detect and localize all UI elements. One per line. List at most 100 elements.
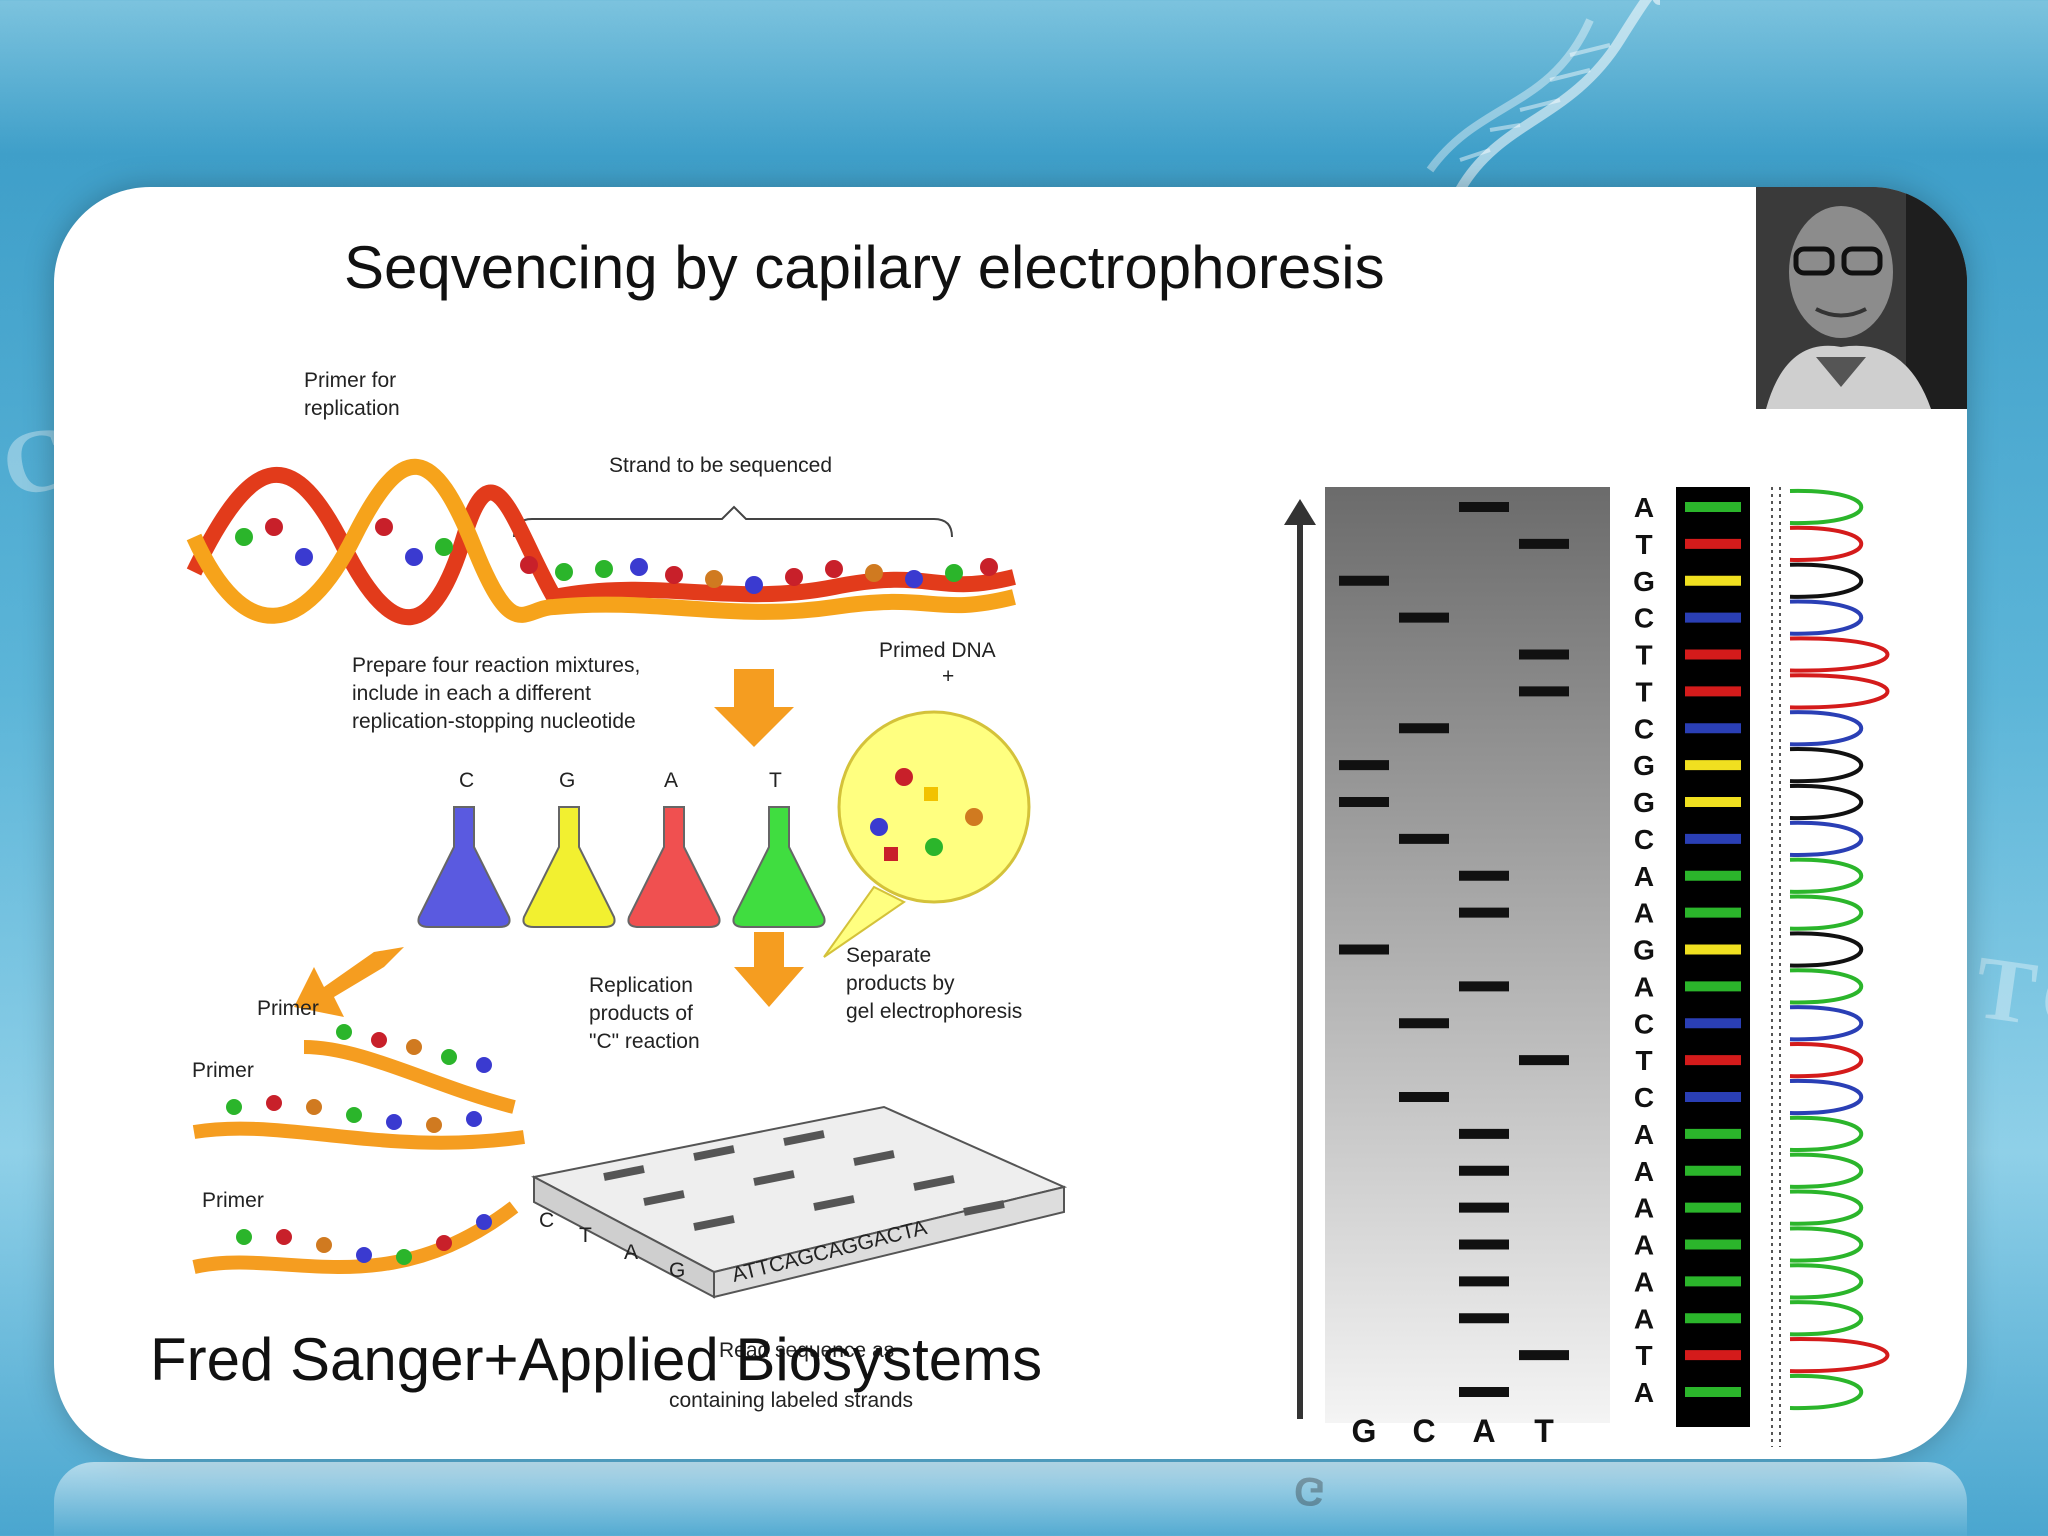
strip-block-t [1685, 686, 1741, 697]
dna-helix-decoration [1426, 0, 1660, 190]
sequence-letter: G [1633, 935, 1655, 966]
gel-band-a [1459, 981, 1509, 992]
slide-title: Seqvencing by capilary electrophoresis [344, 234, 1385, 301]
gel-bands [1339, 502, 1569, 1397]
flask-label-t: T [769, 769, 782, 792]
strip-block-g [1685, 944, 1741, 955]
lane-label-a: A [1472, 1413, 1495, 1447]
nucleotide-markers [235, 518, 998, 594]
trace-peak-c [1789, 710, 1864, 747]
sequence-letter: T [1635, 1045, 1652, 1076]
color-strip-blocks [1685, 502, 1741, 1397]
slide-reflection: G [54, 1462, 1967, 1536]
trace-peak-t [1789, 636, 1890, 673]
strip-block-t [1685, 1350, 1741, 1361]
strip-block-g [1685, 760, 1741, 771]
arrow-down-icon-2 [734, 932, 804, 1007]
trace-peak-g [1789, 562, 1864, 599]
lane-label-c: C [1412, 1413, 1435, 1447]
gel-band-a [1459, 1239, 1509, 1250]
migration-arrow-icon [1284, 499, 1316, 525]
strip-block-a [1685, 1202, 1741, 1213]
label-replication-products: Replication [589, 974, 693, 997]
gel-lane-label-c: C [539, 1209, 554, 1232]
sequence-letter: C [1634, 1082, 1654, 1113]
gel-band-t [1519, 538, 1569, 549]
curved-arrow-icon [294, 947, 404, 1017]
gel-band-a [1459, 870, 1509, 881]
gel-band-a [1459, 1313, 1509, 1324]
svg-text:replication: replication [304, 397, 400, 420]
strip-block-a [1685, 1239, 1741, 1250]
trace-peak-t [1789, 673, 1890, 710]
trace-peak-g [1789, 931, 1864, 968]
strip-block-a [1685, 907, 1741, 918]
sanger-method-diagram: Primer for replication Strand to be sequ… [186, 369, 1068, 1412]
strip-block-c [1685, 1092, 1741, 1102]
gel-band-t [1519, 649, 1569, 660]
label-primer-3: Primer [202, 1189, 264, 1212]
gel-band-g [1339, 575, 1389, 586]
strip-block-a [1685, 502, 1741, 512]
gel-band-t [1519, 1350, 1569, 1361]
sequence-letter: A [1634, 1266, 1654, 1297]
slide-card: Seqvencing by capilary electrophoresis P… [54, 187, 1967, 1459]
trace-peak-a [1789, 1115, 1864, 1152]
slide-caption: Fred Sanger+Applied Biosystems [150, 1326, 1043, 1393]
trace-peak-c [1789, 1005, 1864, 1042]
label-separate-products: Separate [846, 944, 931, 967]
sequence-letter: T [1635, 529, 1652, 560]
sequence-letter: A [1634, 1193, 1654, 1224]
label-prepare-mixtures: Prepare four reaction mixtures, [352, 654, 640, 677]
trace-peak-g [1789, 747, 1864, 784]
gel-image [1325, 487, 1610, 1423]
trace-peak-a [1789, 1226, 1864, 1263]
dotted-divider [1771, 487, 1781, 1447]
flask-label-c: C [459, 769, 474, 792]
gel-lane-label-a: A [624, 1241, 638, 1264]
sequence-letter: C [1634, 1008, 1654, 1039]
strip-block-g [1685, 797, 1741, 807]
strip-block-t [1685, 1055, 1741, 1066]
reflection-text: G [1294, 1469, 1348, 1513]
sequence-letter: A [1634, 861, 1654, 892]
sequence-letter: A [1634, 1230, 1654, 1261]
trace-peak-a [1789, 894, 1864, 931]
trace-peak-a [1789, 857, 1864, 894]
label-primer-for-replication: Primer for [304, 369, 396, 392]
gel-band-c [1399, 612, 1449, 623]
strip-block-a [1685, 1165, 1741, 1176]
trace-peak-a [1789, 968, 1864, 1005]
lane-label-g: G [1352, 1413, 1377, 1447]
strip-block-a [1685, 870, 1741, 881]
svg-text:+: + [942, 665, 954, 688]
lane-label-t: T [1534, 1413, 1554, 1447]
gel-band-a [1459, 1276, 1509, 1287]
sequence-letter: C [1634, 713, 1654, 744]
strip-block-a [1685, 1128, 1741, 1139]
sequence-letter: A [1634, 1156, 1654, 1187]
sequence-letter: C [1634, 603, 1654, 634]
svg-text:gel electrophoresis: gel electrophoresis [846, 1000, 1022, 1023]
arrow-down-icon [714, 669, 794, 747]
strip-block-c [1685, 723, 1741, 734]
sequence-letter: G [1633, 750, 1655, 781]
sequence-letter: T [1635, 676, 1652, 707]
gel-band-a [1459, 1387, 1509, 1397]
sequence-letter: A [1634, 1377, 1654, 1408]
svg-text:containing labeled strands: containing labeled strands [669, 1389, 913, 1412]
gel-band-a [1459, 1165, 1509, 1176]
sequence-letter: C [1634, 824, 1654, 855]
trace-peak-a [1789, 1300, 1864, 1337]
sequence-letter: A [1634, 971, 1654, 1002]
trace-peak-a [1789, 1189, 1864, 1226]
sequence-letter: G [1633, 787, 1655, 818]
label-strand-to-be-sequenced: Strand to be sequenced [609, 454, 832, 477]
label-primer-1: Primer [257, 997, 319, 1020]
trace-peak-t [1789, 1042, 1864, 1079]
trace-peak-c [1789, 1078, 1864, 1116]
strip-block-a [1685, 981, 1741, 992]
trace-peak-a [1789, 488, 1864, 526]
svg-text:products of: products of [589, 1002, 693, 1025]
